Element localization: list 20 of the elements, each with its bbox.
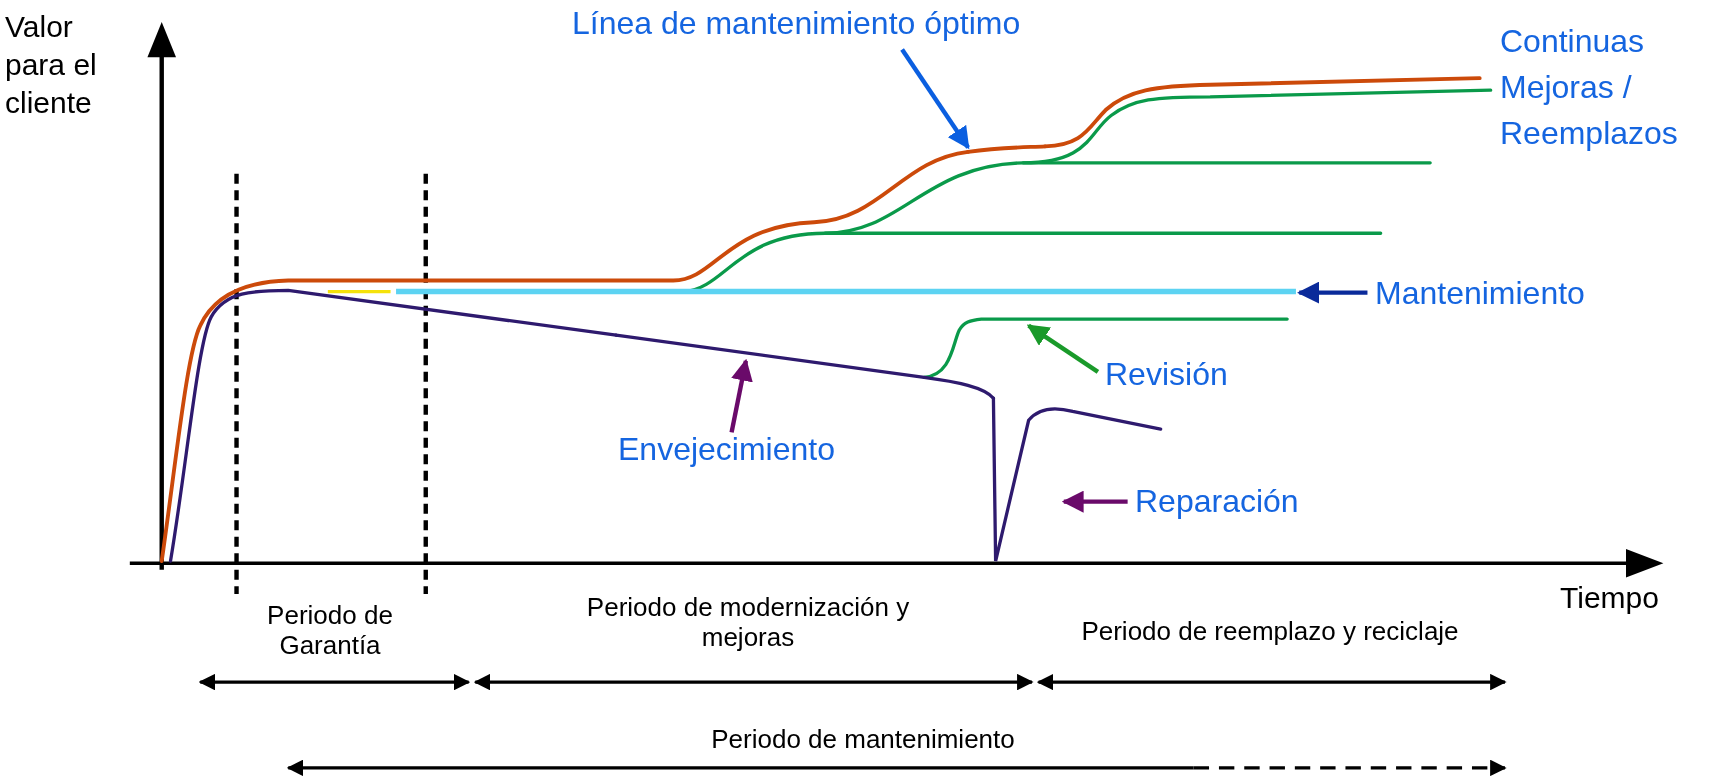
- period-label: Periodo de mantenimiento: [710, 724, 1016, 754]
- arrow: [1026, 323, 1100, 374]
- optimal-maintenance-curve: [966, 144, 1048, 154]
- curve-label: Continuas Mejoras / Reemplazos: [1500, 22, 1679, 153]
- period-label: Periodo de Garantía: [266, 600, 394, 660]
- arrow: [729, 358, 753, 433]
- period-label: Periodo de modernización y mejoras: [585, 592, 911, 652]
- curve-label: Envejecimiento: [618, 430, 835, 468]
- arrow: [900, 48, 970, 150]
- arrow: [1297, 281, 1368, 304]
- arrow: [1061, 490, 1128, 513]
- curve-label: Línea de mantenimiento óptimo: [572, 4, 1021, 42]
- curve-label: Reparación: [1135, 482, 1299, 520]
- axis-label: Valor para el cliente: [5, 9, 98, 121]
- maintenance-line: [396, 288, 1296, 295]
- curve-label: Mantenimiento: [1375, 274, 1585, 312]
- period-label: Periodo de reemplazo y reciclaje: [1080, 616, 1460, 646]
- aging-curve: [614, 333, 996, 400]
- curve-label: Revisión: [1105, 355, 1228, 393]
- axis-label: Tiempo: [1560, 580, 1660, 616]
